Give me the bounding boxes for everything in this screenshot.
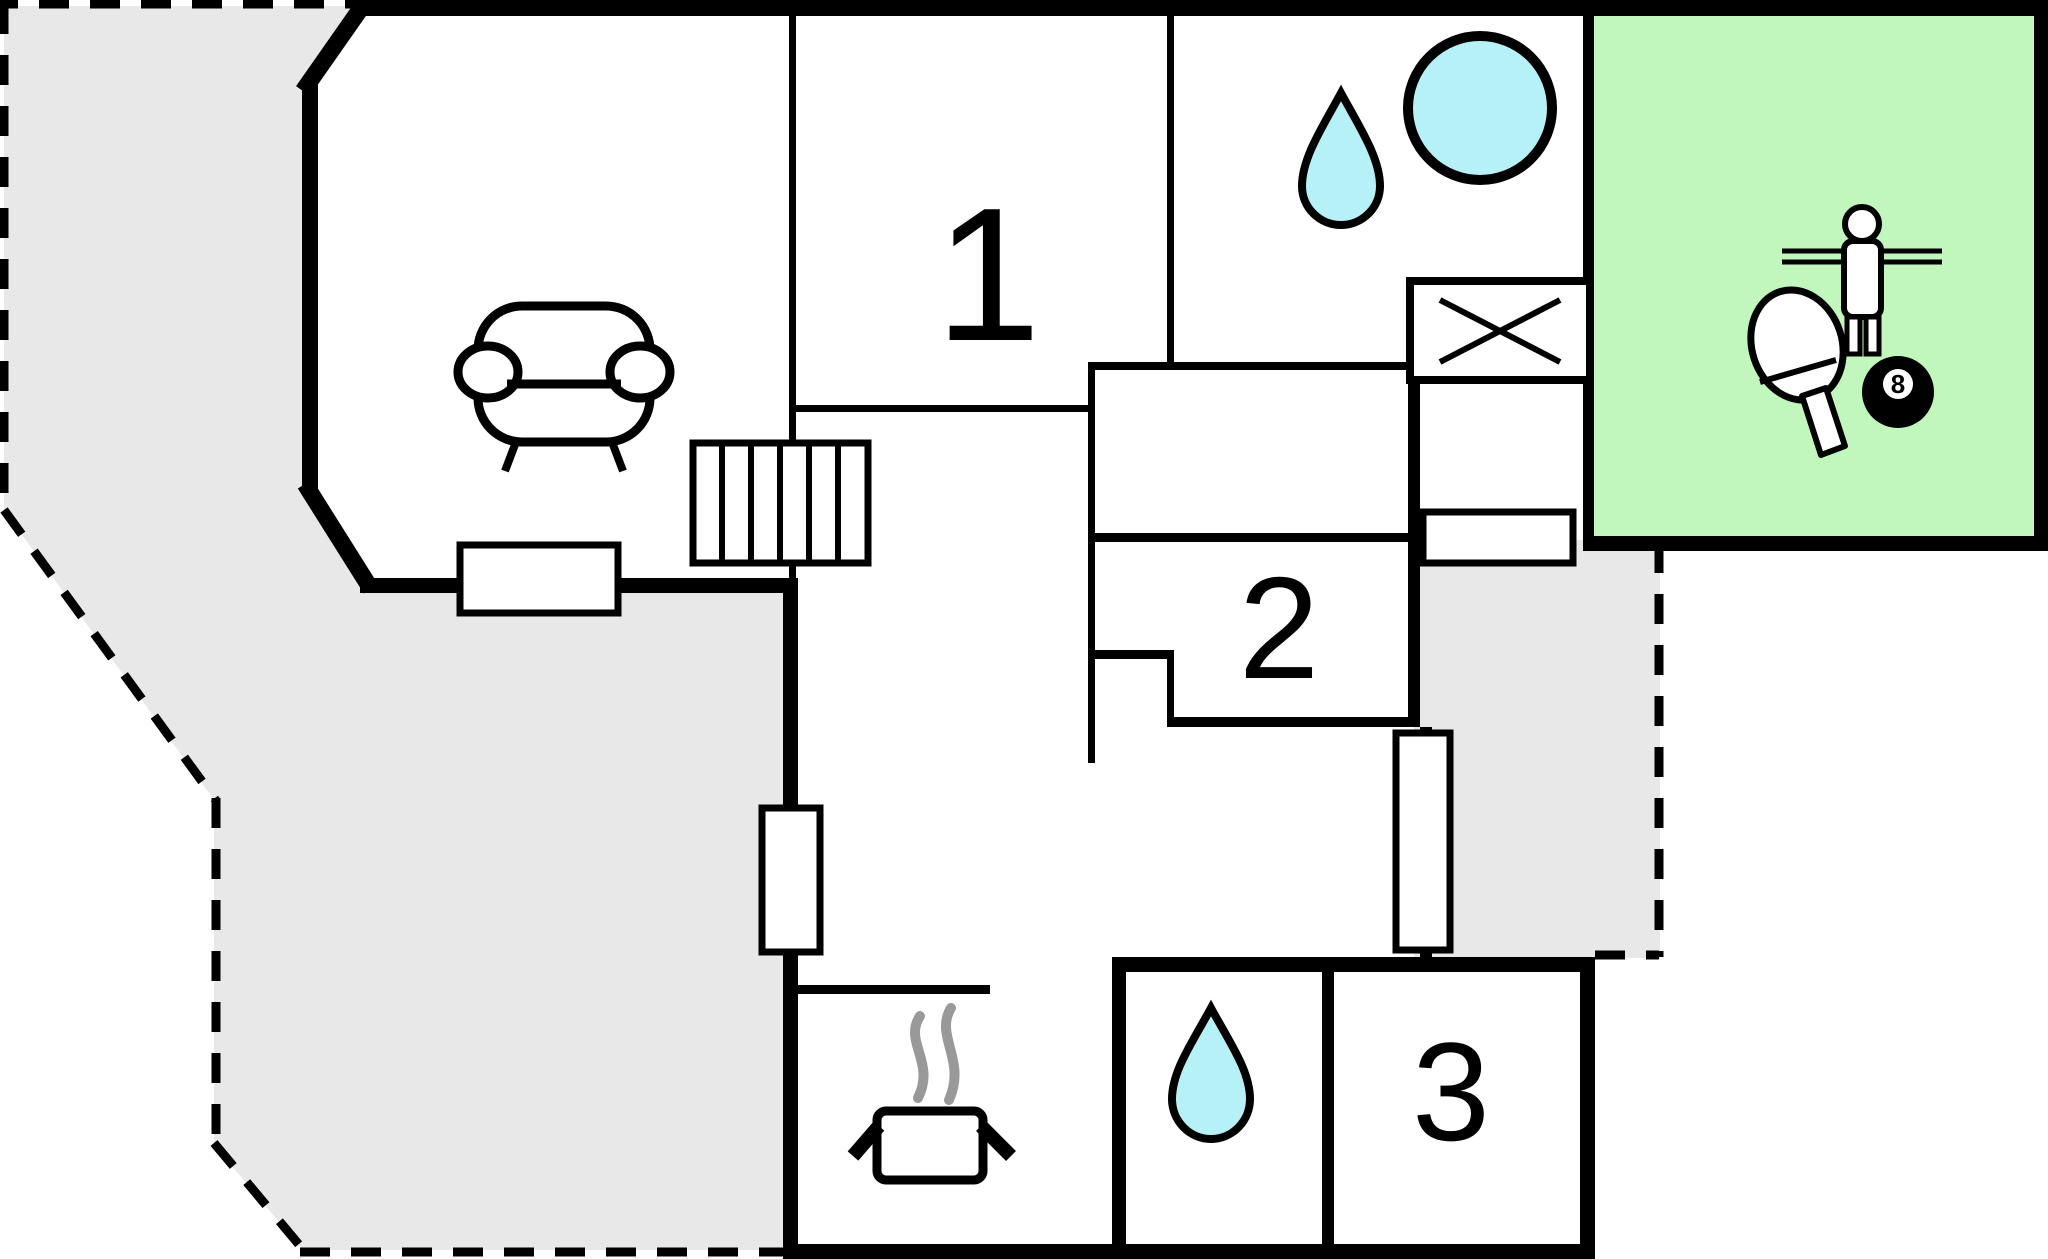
eight-ball-number: 8 <box>1891 369 1905 399</box>
room2-label: 2 <box>1239 547 1320 709</box>
washing-machine-icon <box>1406 277 1594 384</box>
shower-drop-icon-2 <box>1167 999 1255 1143</box>
table-tennis-paddle-icon <box>1747 286 1848 458</box>
steam-icon <box>910 1003 960 1105</box>
terrace-left <box>4 6 786 1250</box>
stairs-icon <box>689 439 872 567</box>
hall-door-left <box>758 804 824 956</box>
terrace-door-right <box>1392 729 1454 954</box>
terrace-sliding-door <box>1419 508 1577 567</box>
sofa-icon <box>453 301 675 473</box>
living-room-window <box>456 541 622 617</box>
chamfer-wall-top-left <box>296 0 373 96</box>
interior-walls <box>789 16 1414 994</box>
plot-boundary-dashed <box>0 0 1664 1257</box>
room1-label: 1 <box>935 169 1041 381</box>
game-room <box>1588 8 2040 542</box>
terrace-right <box>1414 540 1660 958</box>
chamfer-wall-bottom-left <box>297 479 379 594</box>
eight-ball-icon: 8 <box>1862 356 1934 428</box>
round-tub-icon <box>1403 31 1557 185</box>
room3-label: 3 <box>1412 1013 1490 1170</box>
cooking-pot-icon <box>847 1003 1016 1185</box>
shower-drop-icon <box>1297 84 1385 229</box>
foosball-player-icon <box>1782 204 1942 357</box>
